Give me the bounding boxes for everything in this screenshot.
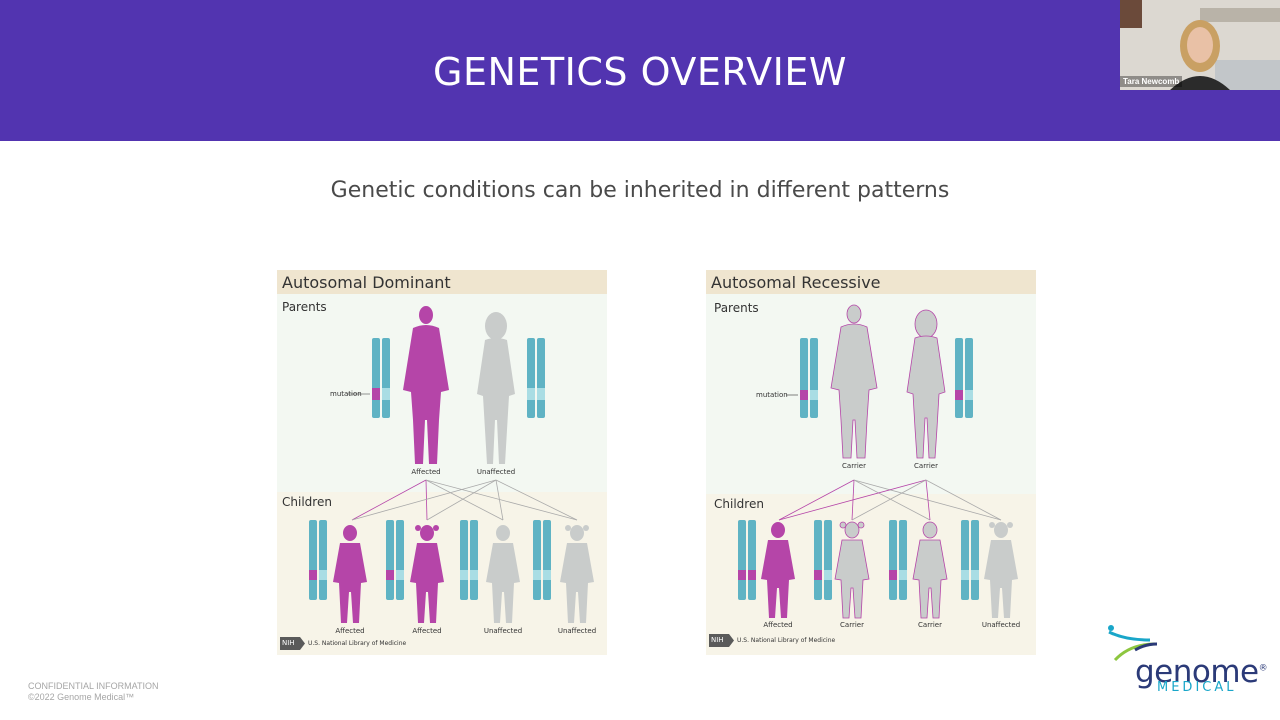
child-status: Affected (335, 627, 365, 635)
logo-swoosh-icon (1108, 625, 1158, 662)
confidential-footer: CONFIDENTIAL INFORMATION ©2022 Genome Me… (28, 681, 159, 703)
inheritance-figure (277, 306, 607, 655)
slide-subtitle: Genetic conditions can be inherited in d… (330, 178, 950, 203)
affected-child-icon (333, 525, 367, 623)
autosomal-recessive-diagram: Autosomal Recessive (706, 270, 1036, 655)
unaffected-child-icon (486, 525, 520, 623)
carrier-child-icon (912, 521, 948, 619)
child-status: Unaffected (557, 627, 597, 635)
chromosome-pair-icon (372, 338, 390, 418)
chromosome-pair-icon (738, 520, 756, 600)
chromosome-pair-icon (460, 520, 478, 600)
chromosome-pair-icon (814, 520, 832, 600)
inheritance-figure (706, 304, 1036, 655)
footer-line: ©2022 Genome Medical™ (28, 692, 135, 702)
child-status: Affected (412, 627, 442, 635)
carrier-parent-icon (830, 304, 878, 459)
panel-title: Autosomal Dominant (282, 273, 451, 292)
carrier-parent-icon (906, 309, 946, 459)
participant-name: Tara Newcomb (1120, 76, 1183, 87)
unaffected-parent-icon (477, 312, 515, 464)
panel-header: Autosomal Recessive (706, 270, 1036, 294)
affected-parent-icon (403, 306, 449, 464)
parent-status: Carrier (842, 462, 866, 470)
child-status: Unaffected (483, 627, 523, 635)
parent-status: Unaffected (476, 468, 516, 476)
inheritance-lines (351, 479, 578, 521)
affected-child-icon (761, 522, 795, 618)
mutation-label: mutation (756, 391, 788, 399)
logo-registered: ® (1258, 663, 1268, 674)
autosomal-dominant-diagram: Autosomal Dominant (277, 270, 607, 655)
child-status: Affected (763, 621, 793, 629)
chromosome-pair-icon (309, 520, 327, 600)
affected-child-icon (410, 525, 444, 623)
title-banner: GENETICS OVERVIEW (0, 0, 1280, 141)
source-credit: U.S. National Library of Medicine (308, 640, 407, 647)
chromosome-pair-icon (527, 338, 545, 418)
parent-status: Affected (411, 468, 441, 476)
child-status: Carrier (840, 621, 864, 629)
footer-line: CONFIDENTIAL INFORMATION (28, 681, 159, 691)
parent-status: Carrier (914, 462, 938, 470)
child-status: Carrier (918, 621, 942, 629)
genome-medical-logo: genome® MEDICAL (1105, 622, 1268, 702)
chromosome-pair-icon (800, 338, 818, 418)
unaffected-child-icon (560, 525, 594, 623)
chromosome-pair-icon (955, 338, 973, 418)
children-label: Children (714, 497, 764, 511)
children-label: Children (282, 495, 332, 509)
mutation-label: mutation (330, 390, 362, 398)
unaffected-child-icon (984, 522, 1018, 618)
panel-title: Autosomal Recessive (711, 273, 881, 292)
logo-subword: MEDICAL (1157, 680, 1237, 695)
inheritance-lines (778, 479, 1002, 521)
slide-title: GENETICS OVERVIEW (433, 50, 847, 94)
source-credit: U.S. National Library of Medicine (737, 637, 836, 644)
parents-label: Parents (714, 301, 759, 315)
nih-badge: NIH (711, 636, 724, 644)
chromosome-pair-icon (533, 520, 551, 600)
chromosome-pair-icon (386, 520, 404, 600)
nih-badge: NIH (282, 639, 295, 647)
chromosome-pair-icon (961, 520, 979, 600)
participant-video[interactable]: Tara Newcomb (1120, 0, 1280, 90)
video-frame-icon (1120, 0, 1280, 90)
carrier-child-icon (834, 521, 870, 619)
panel-header: Autosomal Dominant (277, 270, 607, 294)
chromosome-pair-icon (889, 520, 907, 600)
parents-label: Parents (282, 300, 327, 314)
child-status: Unaffected (981, 621, 1021, 629)
logo-word: genome (1135, 654, 1259, 690)
logo-wordmark: genome® (1135, 654, 1268, 690)
